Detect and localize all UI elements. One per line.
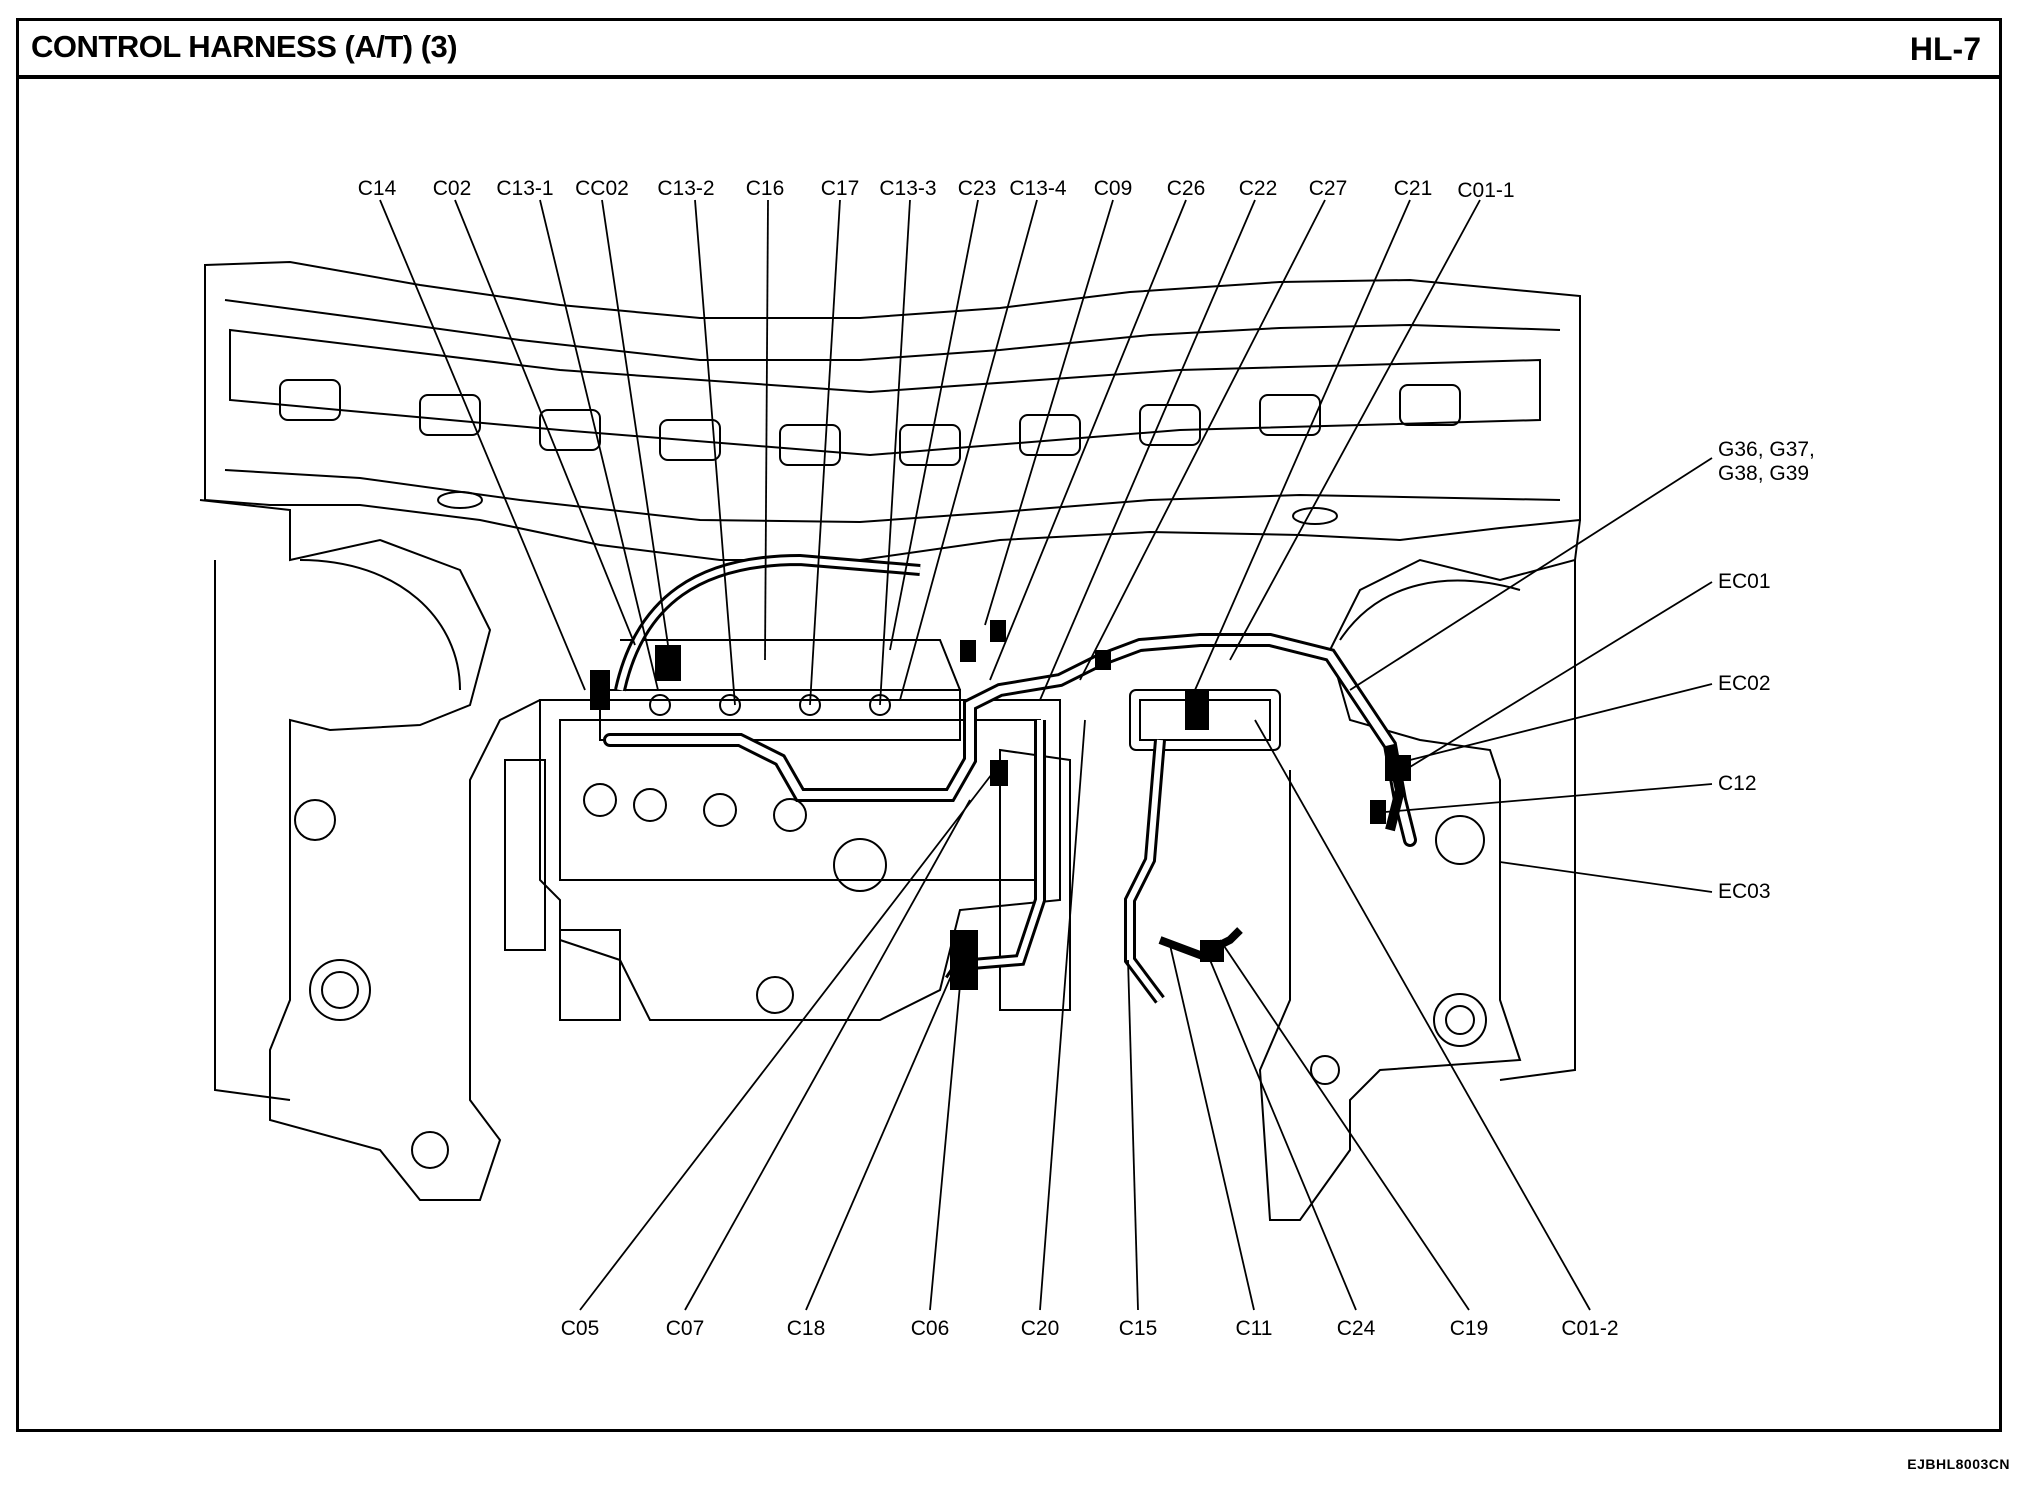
label-c11: C11 <box>1236 1317 1273 1340</box>
label-c13-2: C13-2 <box>657 177 714 200</box>
label-ec02: EC02 <box>1718 672 1771 695</box>
label-c18: C18 <box>787 1317 826 1340</box>
label-c14: C14 <box>358 177 397 200</box>
label-c17: C17 <box>821 177 860 200</box>
vehicle-body-outline <box>199 260 1581 1221</box>
label-c19: C19 <box>1450 1317 1489 1340</box>
diagram-frame: CONTROL HARNESS (A/T) (3) HL-7 <box>16 18 2002 1432</box>
label-g38-g39: G38, G39 <box>1718 462 1809 485</box>
label-c23: C23 <box>958 177 997 200</box>
label-c27: C27 <box>1309 177 1348 200</box>
label-c12: C12 <box>1718 772 1757 795</box>
leader-lines <box>379 199 1713 1311</box>
label-c07: C07 <box>666 1317 705 1340</box>
label-g36-g37: G36, G37, <box>1718 438 1815 461</box>
label-c21: C21 <box>1394 177 1433 200</box>
label-ec03: EC03 <box>1718 880 1771 903</box>
label-ec01: EC01 <box>1718 570 1771 593</box>
label-c01-1: C01-1 <box>1457 179 1514 202</box>
label-c16: C16 <box>746 177 785 200</box>
label-c05: C05 <box>561 1317 600 1340</box>
label-c15: C15 <box>1119 1317 1158 1340</box>
label-c13-1: C13-1 <box>496 177 553 200</box>
label-cc02: CC02 <box>575 177 629 200</box>
label-c06: C06 <box>911 1317 950 1340</box>
connector-labels: C14 C02 C13-1 CC02 C13-2 C16 C17 C13-3 C… <box>358 177 1815 1340</box>
label-c13-4: C13-4 <box>1009 177 1067 200</box>
connector-blocks <box>590 620 1411 990</box>
label-c09: C09 <box>1094 177 1133 200</box>
label-c02: C02 <box>433 177 472 200</box>
header-bar: CONTROL HARNESS (A/T) (3) HL-7 <box>19 21 1999 79</box>
label-c24: C24 <box>1337 1317 1376 1340</box>
label-c20: C20 <box>1021 1317 1060 1340</box>
page-number: HL-7 <box>1909 31 1981 67</box>
label-c13-3: C13-3 <box>879 177 936 200</box>
drawing-code: EJBHL8003CN <box>1907 1456 2010 1472</box>
page-title: CONTROL HARNESS (A/T) (3) <box>31 29 458 64</box>
label-c01-2: C01-2 <box>1561 1317 1618 1340</box>
label-c22: C22 <box>1239 177 1278 200</box>
label-c26: C26 <box>1167 177 1206 200</box>
